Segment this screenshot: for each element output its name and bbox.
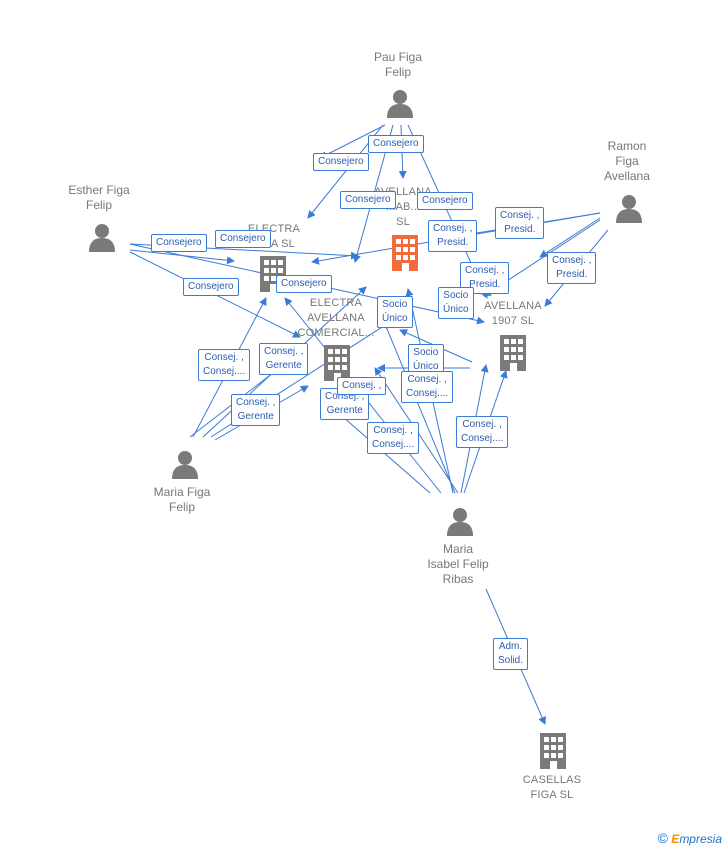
edge-label-consej-consej[interactable]: Consej. , Consej.... [401,371,454,403]
person-icon[interactable] [88,222,116,257]
person-icon[interactable] [615,193,643,228]
edge-label-socio-unico[interactable]: Socio Único [377,296,413,328]
edge-label-consejero[interactable]: Consejero [417,192,473,210]
person-icon[interactable] [171,449,199,484]
building-icon[interactable] [538,733,568,774]
person-name-maria-isabel: Maria Isabel Felip Ribas [427,542,489,586]
edge-label-consejero[interactable]: Consejero [313,153,369,171]
edge-line [319,124,386,159]
person-name-ramon: Ramon Figa Avellana [604,139,650,183]
person-name-pau: Pau Figa Felip [373,50,423,79]
edge-label-consejero[interactable]: Consejero [276,275,332,293]
person-name-maria-figa: Maria Figa Felip [153,485,211,514]
edge-label-consej-consej[interactable]: Consej. , Consej.... [198,349,251,381]
edge-label-consejero[interactable]: Consejero [151,234,207,252]
edge-label-consejero[interactable]: Consejero [183,278,239,296]
company-name-electra-comercial: ELECTRA AVELLANA COMERCIAL... [297,297,375,339]
edge-line [129,249,235,265]
company-name-avellana-1907: AVELLANA 1907 SL [484,300,542,327]
edge-label-socio-unico[interactable]: Socio Único [438,287,474,319]
edge-label-consejero[interactable]: Consejero [340,191,396,209]
building-icon[interactable] [390,235,420,276]
edge-label-consej-presid[interactable]: Consej. , Presid. [495,207,545,239]
brand-footer: © Empresia [658,830,722,846]
edge-label-consej-gerente[interactable]: Consej. , Gerente [231,394,281,426]
brand-logo-initial: E [671,832,680,846]
edge-label-consej-gerente[interactable]: Consej. , Gerente [259,343,309,375]
edge-label-consej[interactable]: Consej. , [337,377,387,395]
copyright-icon: © [657,830,668,846]
edge-label-consejero[interactable]: Consejero [368,135,424,153]
edge-label-consej-consej[interactable]: Consej. , Consej.... [367,422,420,454]
edge-label-consej-presid[interactable]: Consej. , Presid. [460,262,510,294]
brand-logo-text: mpresia [679,832,722,846]
edge-label-consej-consej[interactable]: Consej. , Consej.... [456,416,509,448]
person-icon[interactable] [386,88,414,123]
building-icon[interactable] [498,335,528,376]
edge-label-consejero[interactable]: Consejero [215,230,271,248]
edge-label-consej-presid[interactable]: Consej. , Presid. [428,220,478,252]
person-name-esther: Esther Figa Felip [68,183,130,212]
company-name-casellas: CASELLAS FIGA SL [522,774,582,801]
edge-label-socio-unico[interactable]: Socio Único [408,344,444,376]
edge-label-adm-solid[interactable]: Adm. Solid. [493,638,529,670]
person-icon[interactable] [446,506,474,541]
edge-label-consej-presid[interactable]: Consej. , Presid. [547,252,597,284]
edge-line [539,217,601,258]
